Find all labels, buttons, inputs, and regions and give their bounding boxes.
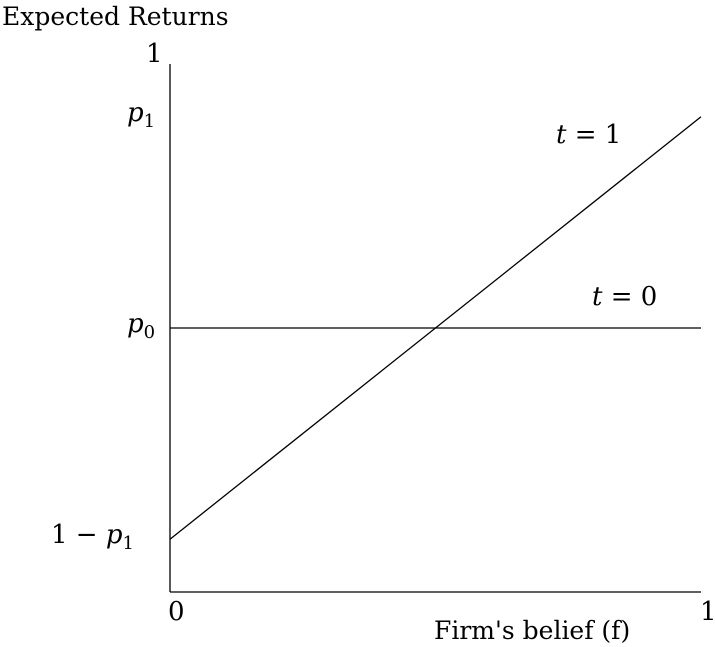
x-axis-label: Firm's belief (f) xyxy=(434,616,630,645)
y-tick-max: 1 xyxy=(146,39,163,69)
y-annotation-p1: p1 xyxy=(127,98,155,132)
x-tick-max: 1 xyxy=(700,597,715,627)
x-tick-min: 0 xyxy=(168,597,185,627)
y-annotation-p0: p0 xyxy=(127,309,155,343)
series-label-t1: t = 1 xyxy=(556,120,621,150)
y-annotation-1-minus-p1: 1 − p1 xyxy=(51,520,134,554)
series-label-t0: t = 0 xyxy=(592,282,657,312)
y-axis-label: Expected Returns xyxy=(2,2,229,31)
